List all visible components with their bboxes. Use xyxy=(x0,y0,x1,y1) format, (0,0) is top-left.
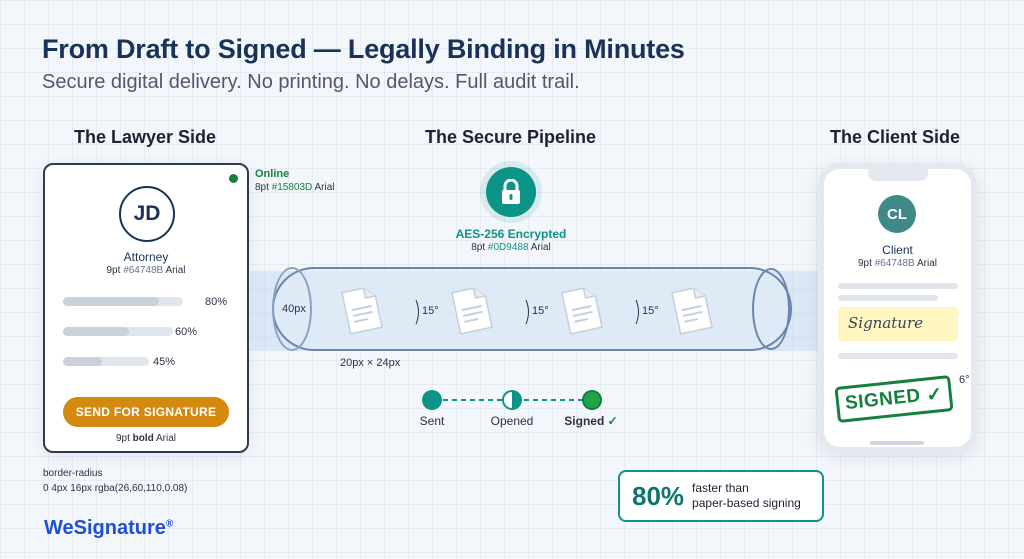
tube-size-label: 40px xyxy=(282,303,306,315)
client-role-spec: 9pt #64748B Arial xyxy=(858,258,937,269)
angle-arc-3 xyxy=(635,299,639,325)
document-icon xyxy=(341,287,383,335)
content-line xyxy=(838,295,938,301)
progress-bar-3-fill xyxy=(63,357,102,366)
step-sent-label: Sent xyxy=(419,414,445,428)
signed-stamp: SIGNED ✓ xyxy=(834,375,954,423)
send-button-spec: 9pt bold Arial xyxy=(115,433,177,444)
client-heading: The Client Side xyxy=(830,127,961,147)
document-icon xyxy=(451,287,493,335)
lawyer-role: Attorney xyxy=(123,250,169,264)
check-icon: ✓ xyxy=(925,383,944,407)
card-style-note-1: border-radius xyxy=(43,468,103,479)
card-style-note-2: 0 4px 16px rgba(26,60,110,0.08) xyxy=(43,483,188,494)
progress-bar-1-fill xyxy=(63,297,159,306)
speed-stat-text: faster than paper-based signing xyxy=(692,481,801,510)
step-opened-label: Opened xyxy=(490,414,534,428)
online-status-label: Online xyxy=(255,168,290,180)
lawyer-card: JD Attorney 9pt #64748B Arial 80% 60% 45… xyxy=(43,163,249,453)
angle-arc-1 xyxy=(415,299,419,325)
angle-label-2: 15° xyxy=(532,305,549,317)
progress-bar-1 xyxy=(63,297,183,306)
client-phone: CL Client 9pt #64748B Arial Signature SI… xyxy=(818,163,977,453)
document-icon xyxy=(561,287,603,335)
client-avatar: CL xyxy=(878,195,916,233)
lock-icon xyxy=(486,167,536,217)
brand-logo: WeSignature® xyxy=(44,517,174,539)
angle-label-1: 15° xyxy=(422,305,439,317)
step-signed-label: Signed ✓ xyxy=(564,414,618,428)
encryption-label: AES-256 Encrypted xyxy=(455,227,567,241)
signature-text: Signature xyxy=(848,314,924,332)
progress-bar-1-label: 80% xyxy=(205,296,228,308)
progress-bar-2 xyxy=(63,327,173,336)
pipeline-heading: The Secure Pipeline xyxy=(425,127,597,147)
page-title: From Draft to Signed — Legally Binding i… xyxy=(42,34,685,64)
lawyer-avatar: JD xyxy=(119,186,175,242)
online-status-spec: 8pt #15803D Arial xyxy=(255,182,335,193)
document-size-label: 20px × 24px xyxy=(340,357,401,369)
page-subtitle: Secure digital delivery. No printing. No… xyxy=(42,71,580,93)
angle-arc-2 xyxy=(525,299,529,325)
phone-notch xyxy=(868,169,928,181)
client-role: Client xyxy=(882,243,913,257)
stamp-angle-label: 6° xyxy=(959,374,970,386)
progress-bar-3 xyxy=(63,357,149,366)
speed-stat-value: 80% xyxy=(632,480,685,511)
step-sent-dot xyxy=(422,390,442,410)
step-opened-dot xyxy=(502,390,522,410)
progress-bar-2-fill xyxy=(63,327,129,336)
speed-stat-box: 80% faster than paper-based signing xyxy=(618,470,824,522)
send-for-signature-button[interactable]: SEND FOR SIGNATURE xyxy=(63,397,229,427)
phone-home-bar xyxy=(870,441,924,445)
progress-bar-3-label: 45% xyxy=(153,356,176,368)
step-signed-dot xyxy=(582,390,602,410)
progress-bar-2-label: 60% xyxy=(175,326,198,338)
pipeline-tube-left-end xyxy=(272,267,312,351)
document-icon xyxy=(671,287,713,335)
angle-label-3: 15° xyxy=(642,305,659,317)
online-status-dot xyxy=(229,174,238,183)
content-line xyxy=(838,283,958,289)
pipeline-tube-right-end xyxy=(752,268,790,350)
content-line xyxy=(838,353,958,359)
signature-field[interactable]: Signature xyxy=(838,307,958,341)
lawyer-heading: The Lawyer Side xyxy=(74,127,217,147)
encryption-spec: 8pt #0D9488 Arial xyxy=(471,242,551,253)
check-icon: ✓ xyxy=(607,414,618,428)
lawyer-role-spec: 9pt #64748B Arial xyxy=(106,265,186,276)
